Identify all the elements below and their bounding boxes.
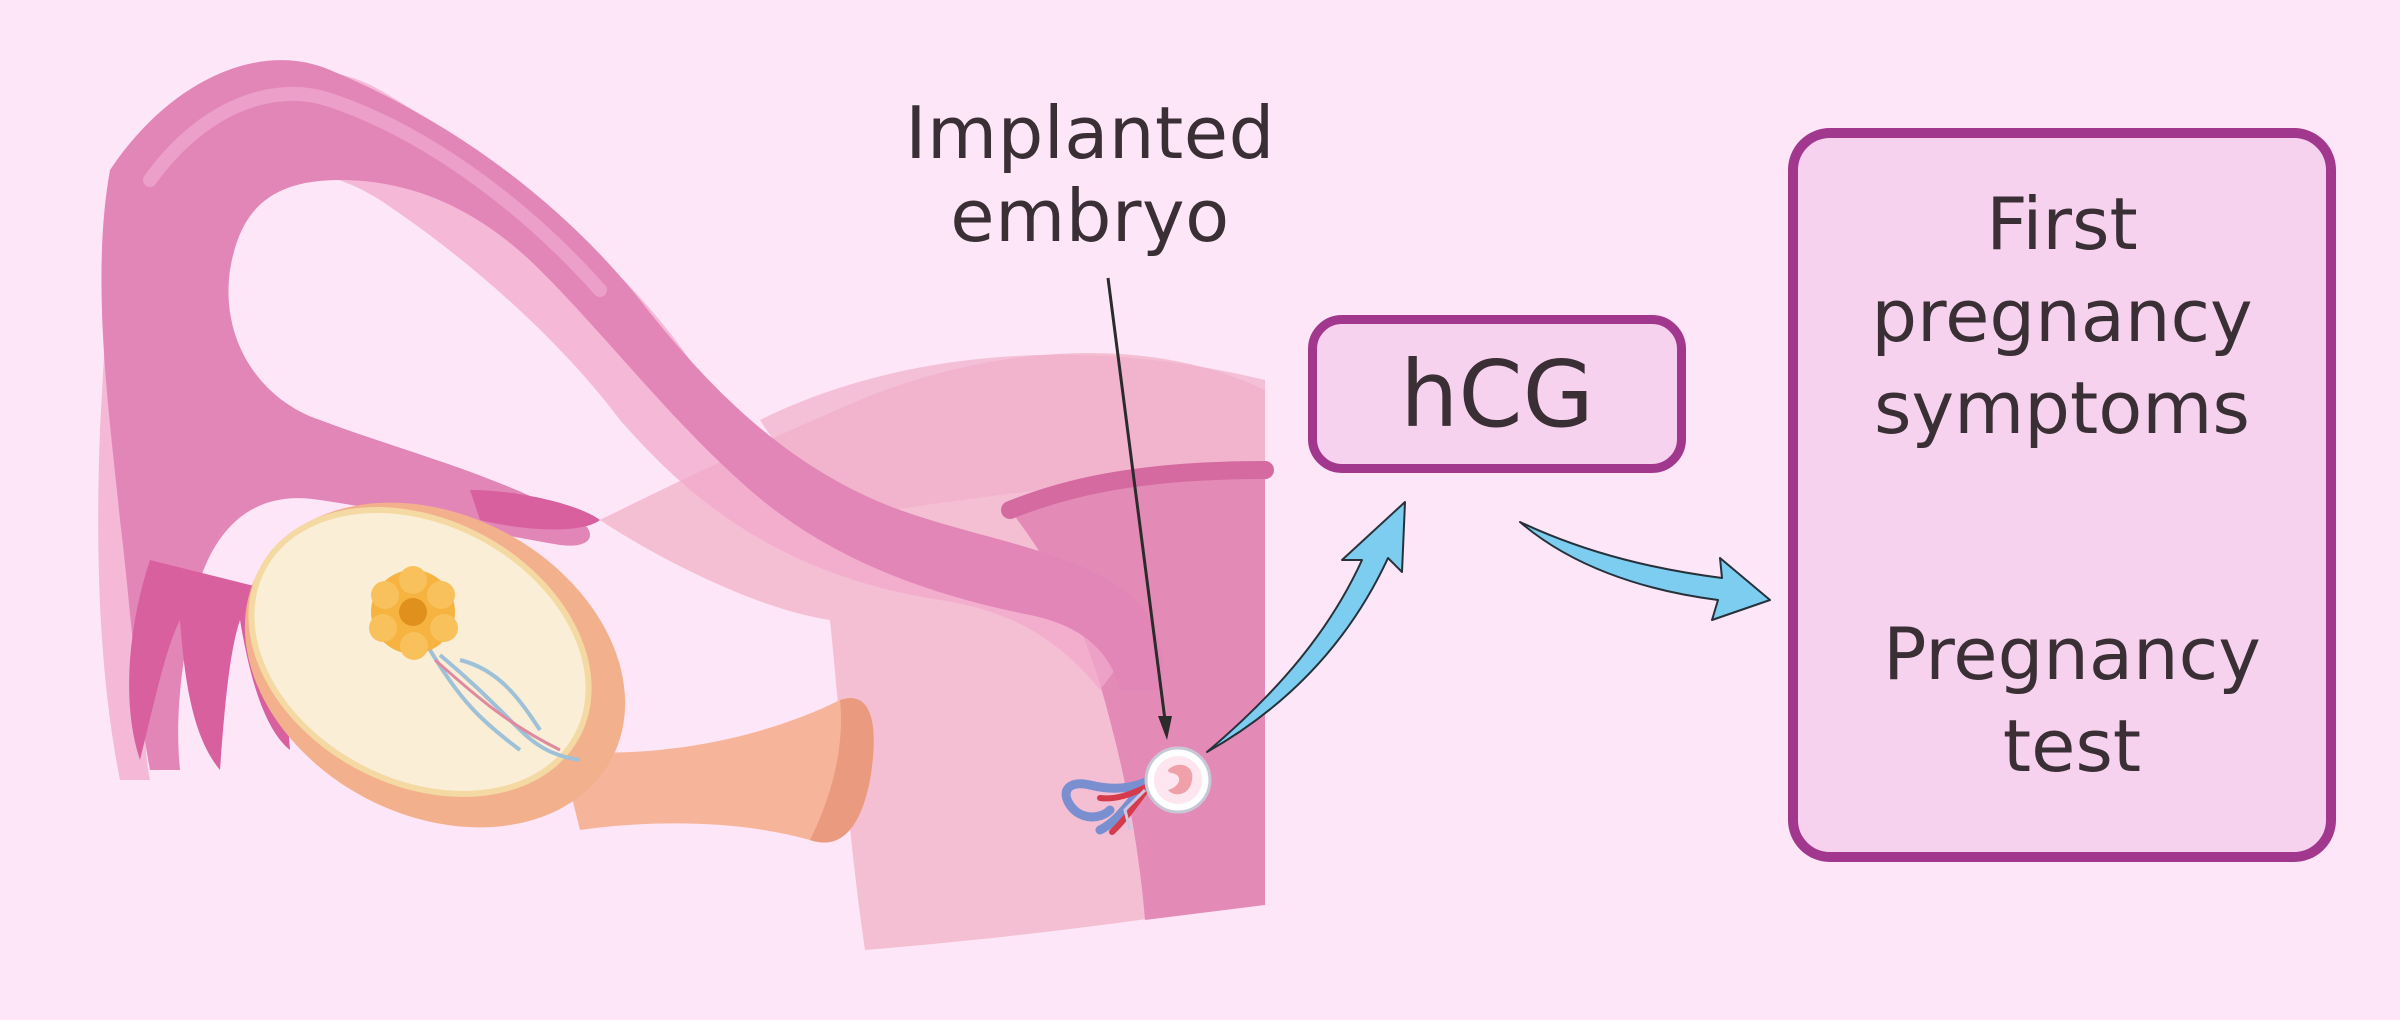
hcg-label: hCG: [1400, 340, 1594, 448]
embryo-pointer-line: [1106, 277, 1167, 721]
effect-line: Pregnancy: [1883, 612, 2261, 696]
effect-line: symptoms: [1874, 366, 2250, 451]
fallopian-tube-highlight: [143, 86, 607, 297]
fallopian-tube: [101, 60, 1163, 771]
ovarian-ligament: [560, 698, 874, 843]
embryo-pointer-head: [1158, 716, 1172, 740]
embryo-illustration: [1144, 746, 1212, 814]
embryo-label-line1: Implanted: [905, 91, 1275, 175]
hcg-box: hCG: [1308, 315, 1686, 473]
uterine-wall-edge: [1001, 461, 1274, 519]
effect-line: First: [1986, 182, 2138, 266]
embryo-label-line2: embryo: [950, 173, 1230, 258]
blue-arrow-icon: [1519, 521, 1771, 621]
implanted-embryo-label: Implanted embryo: [880, 92, 1300, 258]
ovary-vessels-red: [434, 658, 561, 752]
effects-box: First pregnancy symptoms Pregnancy test: [1788, 128, 2336, 862]
effect-line: test: [2002, 704, 2142, 789]
ovarian-ligament-shade: [810, 698, 874, 843]
effect-pregnancy-test: Pregnancy test: [1808, 608, 2336, 792]
fimbria-tip: [470, 490, 600, 530]
ovary-rim: [248, 507, 592, 797]
effect-first-symptoms: First pregnancy symptoms: [1798, 178, 2326, 454]
effect-line: pregnancy: [1871, 274, 2253, 359]
follicle: [369, 566, 458, 660]
blue-arrow-icon: [1206, 501, 1406, 753]
